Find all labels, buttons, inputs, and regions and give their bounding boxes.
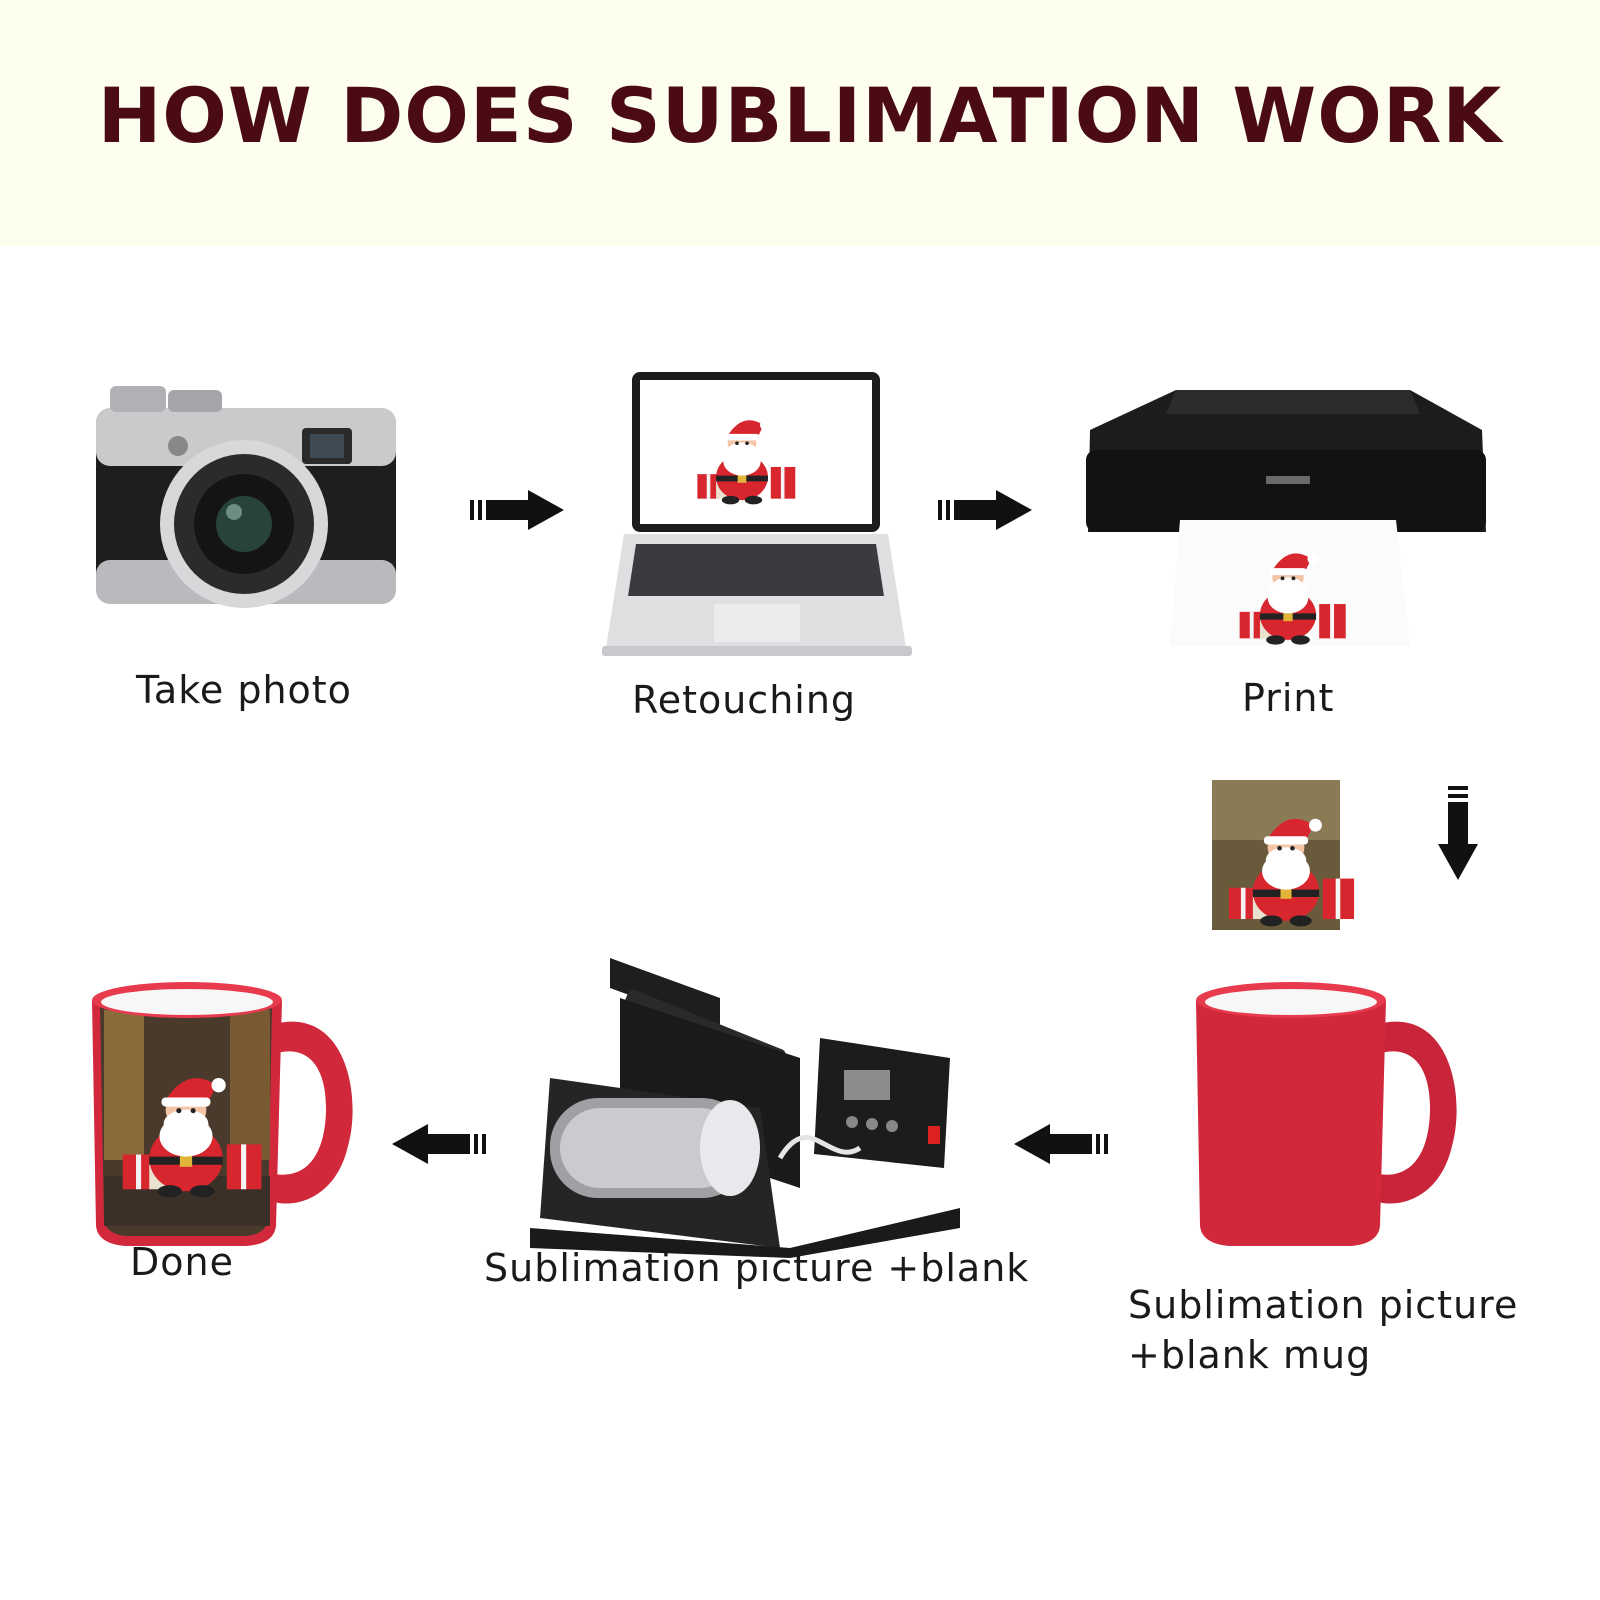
step-label-take-photo: Take photo bbox=[136, 668, 352, 712]
step-label-sublimation-blank-mug: Sublimation picture +blank mug bbox=[1128, 1283, 1519, 1377]
step-label-done: Done bbox=[130, 1240, 234, 1284]
page-title: HOW DOES SUBLIMATION WORK bbox=[97, 71, 1503, 160]
step-label-print: Print bbox=[1242, 676, 1335, 720]
arrow-left-icon bbox=[392, 1124, 486, 1164]
laptop-icon bbox=[602, 372, 912, 656]
arrow-right-icon bbox=[470, 490, 564, 530]
arrow-right-icon bbox=[938, 490, 1032, 530]
printed-mug-icon bbox=[92, 982, 353, 1246]
arrow-down-icon bbox=[1438, 786, 1478, 880]
step-label-retouching: Retouching bbox=[632, 678, 857, 722]
printer-icon bbox=[1086, 390, 1486, 646]
step-label-sublimation-blank: Sublimation picture +blank bbox=[484, 1246, 1030, 1290]
sublimation-picture-icon bbox=[1212, 780, 1355, 930]
title-banner bbox=[0, 0, 1600, 246]
heat-press-icon bbox=[530, 958, 960, 1258]
arrow-left-icon bbox=[1014, 1124, 1108, 1164]
camera-icon bbox=[96, 386, 396, 608]
blank-mug-icon bbox=[1196, 982, 1457, 1246]
